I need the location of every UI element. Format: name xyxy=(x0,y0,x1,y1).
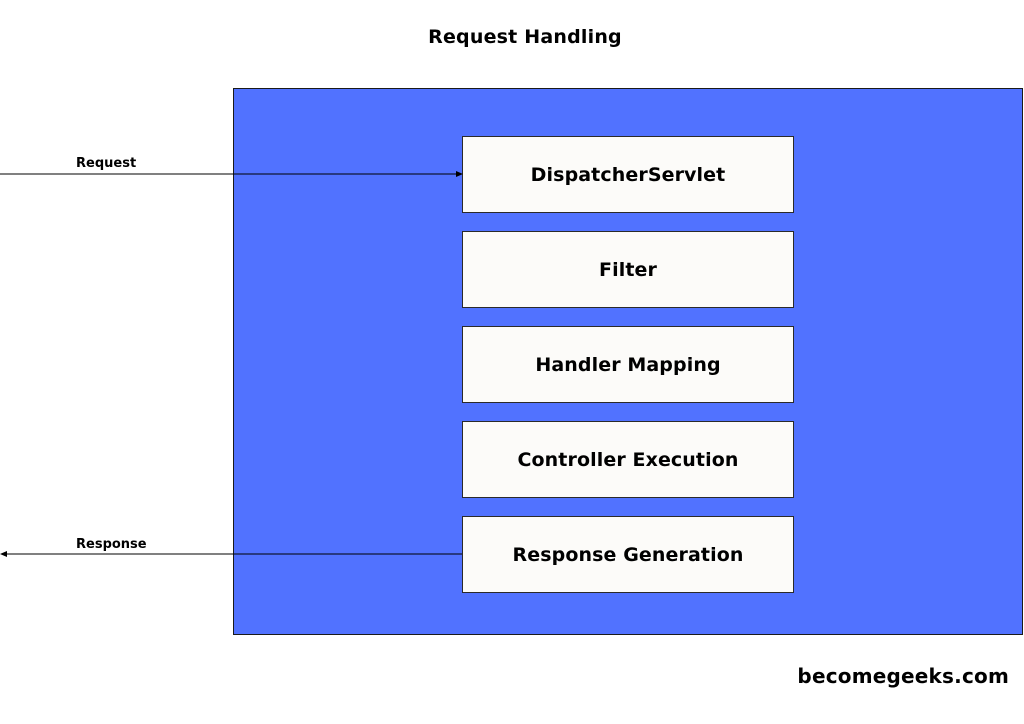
response-arrow-label: Response xyxy=(76,537,147,552)
step-dispatcher-servlet: DispatcherServlet xyxy=(462,136,794,213)
step-response-generation: Response Generation xyxy=(462,516,794,593)
step-filter: Filter xyxy=(462,231,794,308)
step-controller-execution: Controller Execution xyxy=(462,421,794,498)
step-handler-mapping: Handler Mapping xyxy=(462,326,794,403)
request-arrow-label: Request xyxy=(76,156,137,171)
brand-watermark: becomegeeks.com xyxy=(797,664,1009,688)
diagram-title: Request Handling xyxy=(428,26,622,48)
